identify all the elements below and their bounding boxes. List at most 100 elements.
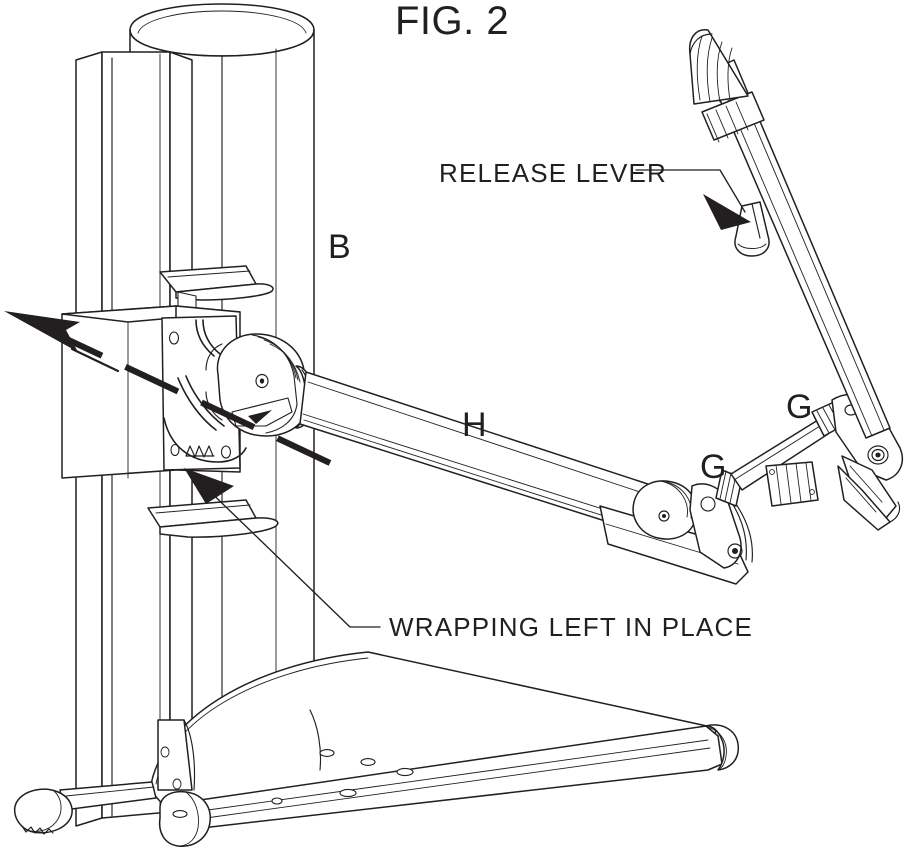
base-bolt-5 bbox=[172, 810, 188, 818]
base-foot-front-cap bbox=[158, 790, 211, 847]
spline-1 bbox=[696, 35, 703, 101]
arm-tube-highlight-b bbox=[302, 413, 651, 525]
grip-pad-rib-4 bbox=[805, 462, 812, 502]
knuckle-trigger bbox=[231, 397, 293, 427]
base-gusset-right bbox=[309, 709, 322, 771]
coupling-pivot-outer bbox=[867, 445, 889, 465]
upper-shelf-edge bbox=[167, 270, 251, 278]
base-leg-left-seam bbox=[65, 786, 155, 797]
callout-wrapping-left-in-place: WRAPPING LEFT IN PLACE bbox=[389, 612, 753, 642]
arm-tube-highlight-c bbox=[303, 419, 649, 531]
figure-title: FIG. 2 bbox=[395, 0, 509, 43]
upper-shelf-tongue bbox=[175, 283, 274, 301]
gusset-hole-2 bbox=[172, 778, 182, 790]
upper-tube-highlight-a bbox=[715, 71, 873, 437]
coupling-pivot-mid bbox=[871, 448, 885, 462]
wrapping-leader bbox=[195, 477, 381, 628]
grip-pad-hole-a bbox=[769, 469, 775, 475]
label-b: B bbox=[328, 228, 351, 266]
knuckle-hub-inner bbox=[259, 378, 265, 384]
carriage-pivot-boss-dot bbox=[732, 548, 738, 554]
release-lever-arrowhead bbox=[703, 194, 751, 230]
mount-block-face bbox=[61, 305, 177, 479]
base-bolt-6 bbox=[271, 797, 283, 805]
motion-dashed-axis bbox=[58, 333, 332, 466]
knuckle-rib-4 bbox=[269, 343, 301, 383]
base-leg-right-seam-2 bbox=[205, 747, 711, 819]
carriage-pulley-hub-dot bbox=[662, 514, 666, 518]
base-foot-left-cap bbox=[13, 788, 73, 834]
lower-g-collar-rib-2 bbox=[724, 472, 732, 502]
label-g-upper: G bbox=[786, 388, 812, 426]
wrapping-serration bbox=[185, 445, 214, 458]
upper-tube-highlight-b bbox=[728, 63, 885, 431]
lower-g-collar-rib-1 bbox=[719, 470, 727, 500]
grip-pad-rib-3 bbox=[795, 462, 802, 503]
grip-pad-rib-1 bbox=[775, 464, 782, 505]
grip-pad-hole-b bbox=[809, 489, 815, 495]
clip-arm-lower bbox=[177, 377, 217, 431]
carriage-pulley-hub bbox=[658, 510, 670, 522]
extraction-direction-indicator bbox=[4, 311, 332, 466]
diagonal-link-rod bbox=[730, 419, 829, 507]
base-foot-left-rim bbox=[23, 790, 62, 832]
coupling-jaw-seam-2 bbox=[845, 477, 877, 513]
base-assembly bbox=[13, 651, 740, 847]
base-bolt-4 bbox=[339, 788, 357, 798]
base-gusset-left-edge bbox=[183, 719, 196, 791]
motion-arrow-tail bbox=[70, 347, 120, 373]
coupling-jaw-tip bbox=[889, 501, 901, 523]
upper-g-collar-rib-2 bbox=[822, 407, 836, 431]
grip-pad-rib-2 bbox=[785, 463, 792, 504]
label-h: H bbox=[462, 406, 487, 444]
carriage-pivot-boss bbox=[727, 543, 743, 559]
upper-g-collar-rib-1 bbox=[816, 410, 830, 434]
base-bolt-3 bbox=[396, 767, 414, 777]
arm-tube-highlight-a bbox=[307, 381, 659, 499]
spline-cap bbox=[689, 33, 713, 55]
spline-3 bbox=[716, 41, 723, 103]
upper-tube-ferrule bbox=[701, 91, 765, 141]
callout-release-lever: RELEASE LEVER bbox=[439, 158, 667, 188]
base-foot-left-serration bbox=[21, 825, 54, 835]
carriage-link-arm-2 bbox=[735, 503, 753, 563]
backing-plate-hole-mid bbox=[170, 443, 180, 457]
c-channel-top-lip-inner bbox=[101, 51, 171, 71]
backing-plate-hole-lower bbox=[220, 445, 232, 459]
spline-4 bbox=[727, 47, 733, 101]
ferrule-rib-3 bbox=[725, 105, 739, 135]
label-g-lower: G bbox=[700, 448, 726, 486]
ferrule-rib-2 bbox=[715, 109, 729, 139]
column-pivot-knuckle bbox=[205, 333, 315, 437]
release-lever-leader bbox=[635, 169, 746, 213]
column-top-ellipse bbox=[129, 3, 315, 57]
base-leg-right-seam bbox=[207, 739, 709, 811]
base-bolt-1 bbox=[319, 749, 335, 757]
coupling-jaw-seam-1 bbox=[849, 465, 883, 503]
ferrule-rib-1 bbox=[706, 113, 720, 143]
knuckle-trigger-arrow bbox=[248, 410, 272, 424]
carriage-pulley-rib-1 bbox=[659, 480, 688, 518]
ferrule-rib-4 bbox=[735, 101, 749, 131]
upper-tube-body bbox=[707, 59, 891, 439]
base-foot-right-rim bbox=[709, 727, 727, 771]
release-lever-tab-edge bbox=[751, 203, 761, 239]
clip-arm-upper-b bbox=[202, 319, 221, 355]
backing-plate-hole-upper bbox=[168, 331, 180, 345]
link-rod-grip-pad bbox=[765, 461, 819, 507]
upper-handle-tube bbox=[688, 29, 891, 439]
wrapping-curved-edge bbox=[163, 417, 247, 463]
spline-2 bbox=[706, 37, 713, 103]
coupling-pivot-inner bbox=[875, 452, 881, 458]
wrapping-arrowhead bbox=[184, 468, 234, 504]
base-gusset-left bbox=[157, 719, 193, 791]
c-channel-top-lip bbox=[75, 51, 193, 61]
lower-shelf-tongue bbox=[159, 517, 279, 538]
column-top-inner-rim bbox=[137, 10, 307, 34]
gusset-hole-1 bbox=[160, 746, 170, 758]
knuckle-ear-upper bbox=[205, 343, 223, 371]
base-bolt-2 bbox=[360, 758, 376, 766]
link-rod-highlight bbox=[733, 425, 821, 481]
